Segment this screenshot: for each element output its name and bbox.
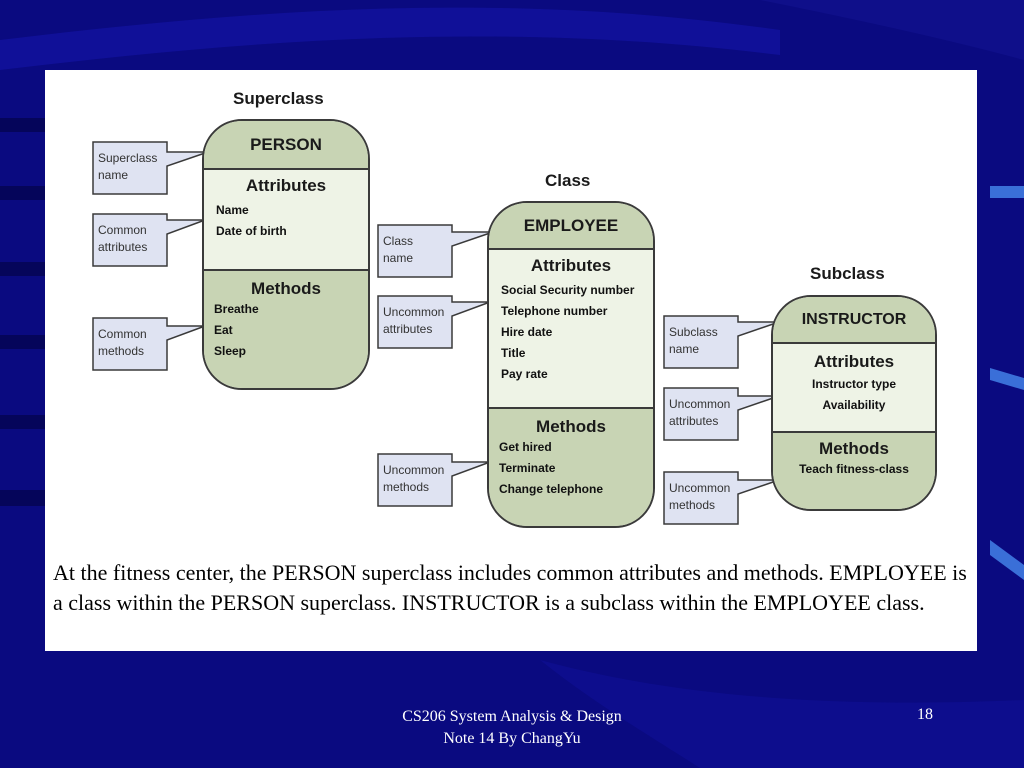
employee-class-box: EMPLOYEE Attributes Social Security numb… [487, 201, 655, 528]
employee-method-item: Get hired [499, 440, 552, 454]
instructor-attribute-item: Availability [822, 398, 886, 412]
content-panel: Superclass Class Subclass PERSON Attribu… [45, 70, 977, 651]
employee-method-item: Change telephone [499, 482, 604, 496]
person-attribute-item: Name [216, 203, 249, 217]
person-class-box: PERSON Attributes Name Date of birth Met… [202, 119, 370, 390]
instructor-class-name: INSTRUCTOR [773, 297, 935, 344]
person-attribute-item: Date of birth [216, 224, 287, 238]
employee-attribute-item: Hire date [501, 325, 553, 339]
superclass-heading: Superclass [233, 89, 324, 108]
slide-footer: CS206 System Analysis & Design Note 14 B… [312, 706, 712, 750]
employee-attribute-item: Title [501, 346, 526, 360]
diagram-caption: At the fitness center, the PERSON superc… [53, 560, 967, 615]
instructor-attributes-section: Attributes Instructor type Availability [773, 344, 935, 435]
employee-methods-title: Methods [536, 417, 606, 436]
employee-method-item: Terminate [499, 461, 556, 475]
instructor-method-item: Teach fitness-class [799, 462, 909, 476]
person-methods-title: Methods [251, 279, 321, 298]
employee-attributes-title: Attributes [530, 256, 612, 275]
employee-methods-section: Methods Get hired Terminate Change telep… [489, 407, 653, 526]
person-class-name: PERSON [204, 121, 368, 170]
instructor-attribute-item: Instructor type [811, 377, 896, 391]
instructor-methods-section: Methods Teach fitness-class [773, 431, 935, 509]
person-method-item: Breathe [214, 302, 259, 316]
instructor-methods-title: Methods [819, 439, 889, 458]
footer-course-line: CS206 System Analysis & Design [402, 708, 622, 725]
instructor-attributes-title: Attributes [813, 352, 895, 371]
employee-attribute-item: Pay rate [501, 367, 548, 381]
footer-author-line: Note 14 By ChangYu [443, 730, 581, 747]
employee-attributes-section: Attributes Social Security number Teleph… [489, 250, 653, 411]
person-attributes-title: Attributes [245, 176, 327, 195]
employee-class-name: EMPLOYEE [489, 203, 653, 250]
person-attributes-section: Attributes Name Date of birth [204, 170, 368, 272]
slide-page-number: 18 [917, 706, 933, 723]
instructor-class-box: INSTRUCTOR Attributes Instructor type Av… [771, 295, 937, 511]
employee-attribute-item: Telephone number [501, 304, 608, 318]
subclass-heading: Subclass [810, 264, 885, 283]
class-heading: Class [545, 171, 591, 190]
employee-attribute-item: Social Security number [501, 283, 635, 297]
person-methods-section: Methods Breathe Eat Sleep [204, 269, 368, 388]
person-method-item: Sleep [214, 344, 247, 358]
callout-shapes [92, 141, 780, 525]
person-method-item: Eat [214, 323, 233, 337]
